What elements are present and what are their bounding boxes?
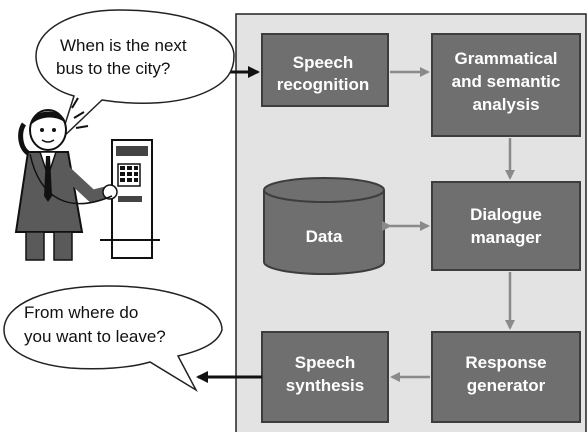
speech-synthesis-label-line2: synthesis [286, 376, 364, 395]
speech-synthesis-box: Speech synthesis [261, 331, 389, 423]
analysis-label-line2: and semantic [452, 72, 561, 91]
response-generator-label-line2: generator [467, 376, 546, 395]
response-generator-label-line1: Response [465, 353, 546, 372]
analysis-label-line1: Grammatical [455, 49, 558, 68]
answer-line2: you want to leave? [24, 327, 166, 346]
speech-synthesis-label-line1: Speech [295, 353, 355, 372]
analysis-label-line3: analysis [472, 95, 539, 114]
answer-speech-bubble: From where do you want to leave? [3, 285, 223, 393]
speech-recognition-label-line2: recognition [277, 75, 370, 94]
data-label: Data [306, 227, 343, 246]
man-on-payphone-icon [14, 97, 118, 261]
question-speech-bubble: When is the next bus to the city? [35, 9, 235, 141]
dialogue-manager-box: Dialogue manager [431, 181, 581, 271]
analysis-box: Grammatical and semantic analysis [431, 33, 581, 137]
question-line1: When is the next [60, 36, 187, 55]
question-line2: bus to the city? [56, 59, 170, 78]
payphone-icon [100, 139, 160, 259]
dialogue-manager-label-line2: manager [471, 228, 542, 247]
speech-recognition-box: Speech recognition [261, 33, 389, 107]
speech-recognition-label-line1: Speech [293, 53, 353, 72]
answer-line1: From where do [24, 303, 138, 322]
response-generator-box: Response generator [431, 331, 581, 423]
data-store-cylinder: Data [263, 177, 385, 275]
dialogue-manager-label-line1: Dialogue [470, 205, 542, 224]
